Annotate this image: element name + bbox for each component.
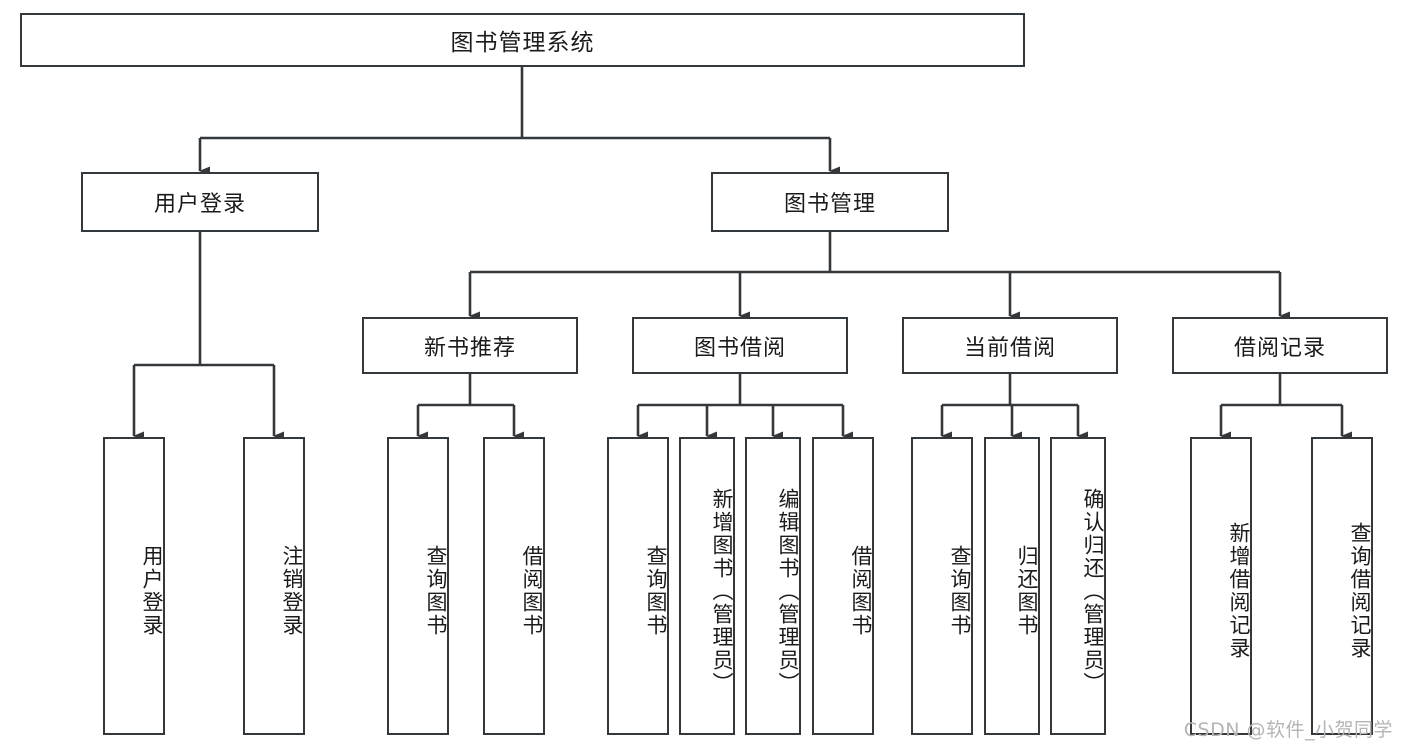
node-label: 图书管理系统 [450,30,595,56]
node-l-bbook1[interactable]: 借阅图书 [483,437,545,735]
node-label: 查询借阅记录 [1348,522,1372,660]
node-label: 图书管理 [783,192,876,217]
node-label: 借阅图书 [849,545,873,637]
node-label: 用户登录 [140,545,164,637]
node-n-book[interactable]: 图书管理 [711,172,949,232]
node-l-confirm[interactable]: 确认归还（管理员） [1050,437,1106,735]
node-l-qrec[interactable]: 查询借阅记录 [1311,437,1373,735]
node-label: 确认归还（管理员） [1081,487,1105,695]
node-n-rec[interactable]: 借阅记录 [1172,317,1388,374]
node-l-addbook[interactable]: 新增图书（管理员） [679,437,735,735]
node-l-qbook3[interactable]: 查询图书 [911,437,973,735]
node-label: 注销登录 [280,545,304,637]
node-l-return[interactable]: 归还图书 [984,437,1040,735]
node-label: 归还图书 [1015,545,1039,637]
node-label: 新增图书（管理员） [710,487,734,695]
node-label: 查询图书 [948,545,972,637]
node-root[interactable]: 图书管理系统 [20,13,1025,67]
node-l-qbook2[interactable]: 查询图书 [607,437,669,735]
node-label: 借阅记录 [1233,335,1326,361]
node-l-logout[interactable]: 注销登录 [243,437,305,735]
node-l-qbook1[interactable]: 查询图书 [387,437,449,735]
node-label: 当前借阅 [963,335,1056,361]
node-n-new[interactable]: 新书推荐 [362,317,578,374]
node-label: 新书推荐 [423,335,516,361]
node-label: 借阅图书 [520,545,544,637]
watermark-text: CSDN @软件_小贺同学 [1183,719,1393,741]
node-l-userlogin[interactable]: 用户登录 [103,437,165,735]
node-label: 用户登录 [153,192,246,217]
node-label: 查询图书 [644,545,668,637]
node-n-borrow[interactable]: 图书借阅 [632,317,848,374]
node-label: 新增借阅记录 [1227,522,1251,660]
node-n-login[interactable]: 用户登录 [81,172,319,232]
node-n-cur[interactable]: 当前借阅 [902,317,1118,374]
node-l-bbook2[interactable]: 借阅图书 [812,437,874,735]
node-label: 图书借阅 [693,335,786,361]
node-l-editbook[interactable]: 编辑图书（管理员） [745,437,801,735]
node-l-addrec[interactable]: 新增借阅记录 [1190,437,1252,735]
node-label: 查询图书 [424,545,448,637]
node-label: 编辑图书（管理员） [776,487,800,695]
